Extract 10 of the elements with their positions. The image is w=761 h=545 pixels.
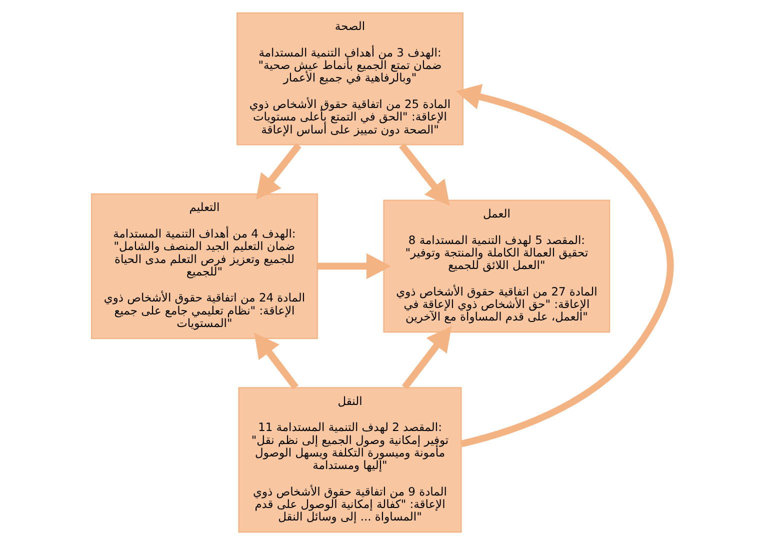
- node-box: التعليم الهدف 4 من أهداف التنمية المستدامة: "ضمان التعليم الجيد المنصف والشامل للجميع وتعزيز فرص التعلم مدى الحياة للجميع" المادة 24 من اتفاقية حقوق الأشخاص ذوي الإعاقة: "نظام تعليمي جامع على جميع المستويات": [90, 193, 318, 339]
- node-box: الصحة الهدف 3 من أهداف التنمية المستدامة: "ضمان تمتع الجميع بأنماط عيش صحية وبالرفاهية في جميع الأعمار" المادة 25 من اتفاقية حقوق الأشخاص ذوي الإعاقة: "الحق في التمتع بأعلى مستويات الصحة دون تمييز على أساس الإعاقة": [236, 12, 463, 146]
- arrow: [254, 332, 298, 390]
- arrow: [455, 84, 674, 448]
- node-box: العمل المقصد 5 لهدف التنمية المستدامة 8: "تحقيق العمالة الكاملة والمنتجة وتوفير العمل اللائق للجميع" المادة 27 من اتفاقية حقوق الأشخاص ذوي الإعاقة: "حق الأشخاص ذوي الإعاقة في العمل، على قدم المساواة مع الآخرين": [382, 200, 610, 333]
- arrow: [255, 143, 301, 200]
- node-box: النقل المقصد 2 لهدف التنمية المستدامة 11: "توفير إمكانية وصول الجميع إلى نظم نقل مأمونة وميسورة التكلفة ويسهل الوصول إليها ومستدامة" المادة 9 من اتفاقية حقوق الأشخاص ذوي الإعاقة: "كفالة إمكانية الوصول على قدم المساواة ... إلى وسائل النقل": [238, 387, 462, 533]
- arrow: [398, 143, 450, 206]
- arrow: [316, 253, 391, 280]
- arrow: [401, 326, 452, 390]
